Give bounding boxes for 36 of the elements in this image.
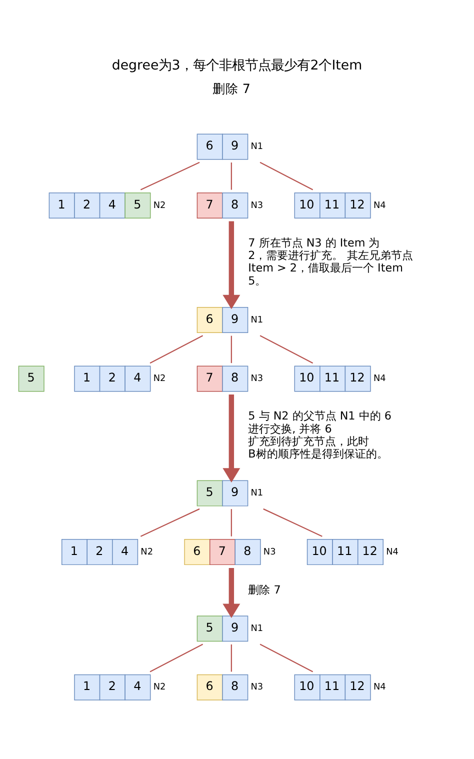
connector <box>230 162 232 190</box>
node-label: N4 <box>386 547 398 558</box>
label: 删除 7 <box>212 81 250 96</box>
connector <box>230 644 232 672</box>
node-label: N1 <box>250 315 264 326</box>
node-label: N4 <box>373 682 386 693</box>
edge-label: 5 与 N2 的父节点 N1 中的 6 进行交换, 并将 6 扩充到待扩充节点，此时 B树的顺序性是得到保证的。 <box>248 410 392 461</box>
connector <box>260 162 314 190</box>
connector <box>263 508 322 537</box>
node-label: N2 <box>153 682 166 693</box>
arrow <box>222 221 240 310</box>
connector <box>230 336 232 364</box>
node-label: N1 <box>250 488 264 499</box>
edge-label: 删除 7 <box>248 583 281 596</box>
arrow <box>222 568 240 618</box>
arrow <box>222 394 240 482</box>
node-label: N1 <box>250 142 264 152</box>
node-label: N4 <box>373 374 386 384</box>
connector <box>140 162 200 190</box>
connector <box>150 644 204 672</box>
diagram-title: degree为3，每个非根节点最少有2个Item <box>112 58 362 74</box>
node-label: N3 <box>250 682 264 693</box>
node-label: N2 <box>153 374 166 384</box>
node-label: N3 <box>263 547 276 558</box>
connector <box>230 509 232 536</box>
node-label: N3 <box>250 200 264 211</box>
node-label: N3 <box>250 374 264 384</box>
edge-label: 7 所在节点 N3 的 Item 为 2，需要进行扩充。 其左兄弟节点 Item > 2，借取最后一个 Item 5。 <box>248 236 413 288</box>
connector <box>150 335 204 364</box>
connector <box>140 508 200 537</box>
node-label: N2 <box>153 200 166 211</box>
node-label: N2 <box>140 547 154 558</box>
node-label: N4 <box>373 200 386 211</box>
connector <box>260 335 314 364</box>
node-label: N1 <box>250 624 264 634</box>
connector <box>260 644 314 672</box>
